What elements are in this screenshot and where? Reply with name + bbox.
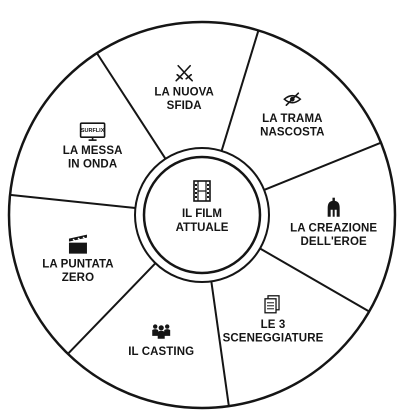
segment-la-messa-in-onda: SURFLIX LA MESSA IN ONDA (63, 122, 123, 171)
segment-label-line: ZERO (62, 272, 94, 284)
segment-divider (67, 262, 157, 355)
eye-slash-icon (283, 92, 302, 106)
segment-label-line: SFIDA (167, 100, 202, 112)
center-label-line: IL FILM (182, 208, 222, 220)
segment-il-casting: IL CASTING (128, 324, 194, 358)
tv-monitor-icon: SURFLIX (79, 122, 106, 141)
segment-label-line: DELL'EROE (301, 236, 367, 248)
segment-label-line: IL CASTING (128, 346, 194, 358)
segment-divider (96, 52, 167, 160)
segment-la-trama-nascosta: LA TRAMA NASCOSTA (260, 92, 324, 139)
segment-label-line: LA PUNTATA (42, 259, 113, 271)
film-strip-icon (193, 180, 211, 202)
segment-divider (210, 281, 230, 407)
documents-icon (264, 295, 280, 314)
surflix-logo-text: SURFLIX (81, 128, 105, 134)
segment-dividers (9, 30, 382, 407)
crossed-swords-icon (175, 64, 193, 82)
hub-inner-circle (142, 155, 262, 275)
clapperboard-icon (68, 234, 87, 254)
segment-label-line: LA TRAMA (262, 113, 322, 125)
segment-label-line: LA CREAZIONE (290, 223, 377, 235)
segment-divider (263, 141, 382, 191)
segment-divider (9, 193, 136, 209)
segment-divider (220, 30, 260, 152)
segment-divider (259, 247, 370, 313)
people-group-icon (152, 324, 171, 339)
segment-label-line: NASCOSTA (260, 127, 324, 139)
segment-label-line: LA NUOVA (154, 87, 214, 99)
center-hub: IL FILM ATTUALE (134, 147, 270, 283)
center-label-line: ATTUALE (176, 222, 229, 234)
spartan-helmet-icon (327, 197, 340, 217)
segment-label-line: LA MESSA (63, 145, 123, 157)
segment-label-line: LE 3 (261, 319, 286, 331)
segment-label-line: IN ONDA (68, 159, 117, 171)
segment-label-line: SCENEGGIATURE (223, 332, 324, 344)
